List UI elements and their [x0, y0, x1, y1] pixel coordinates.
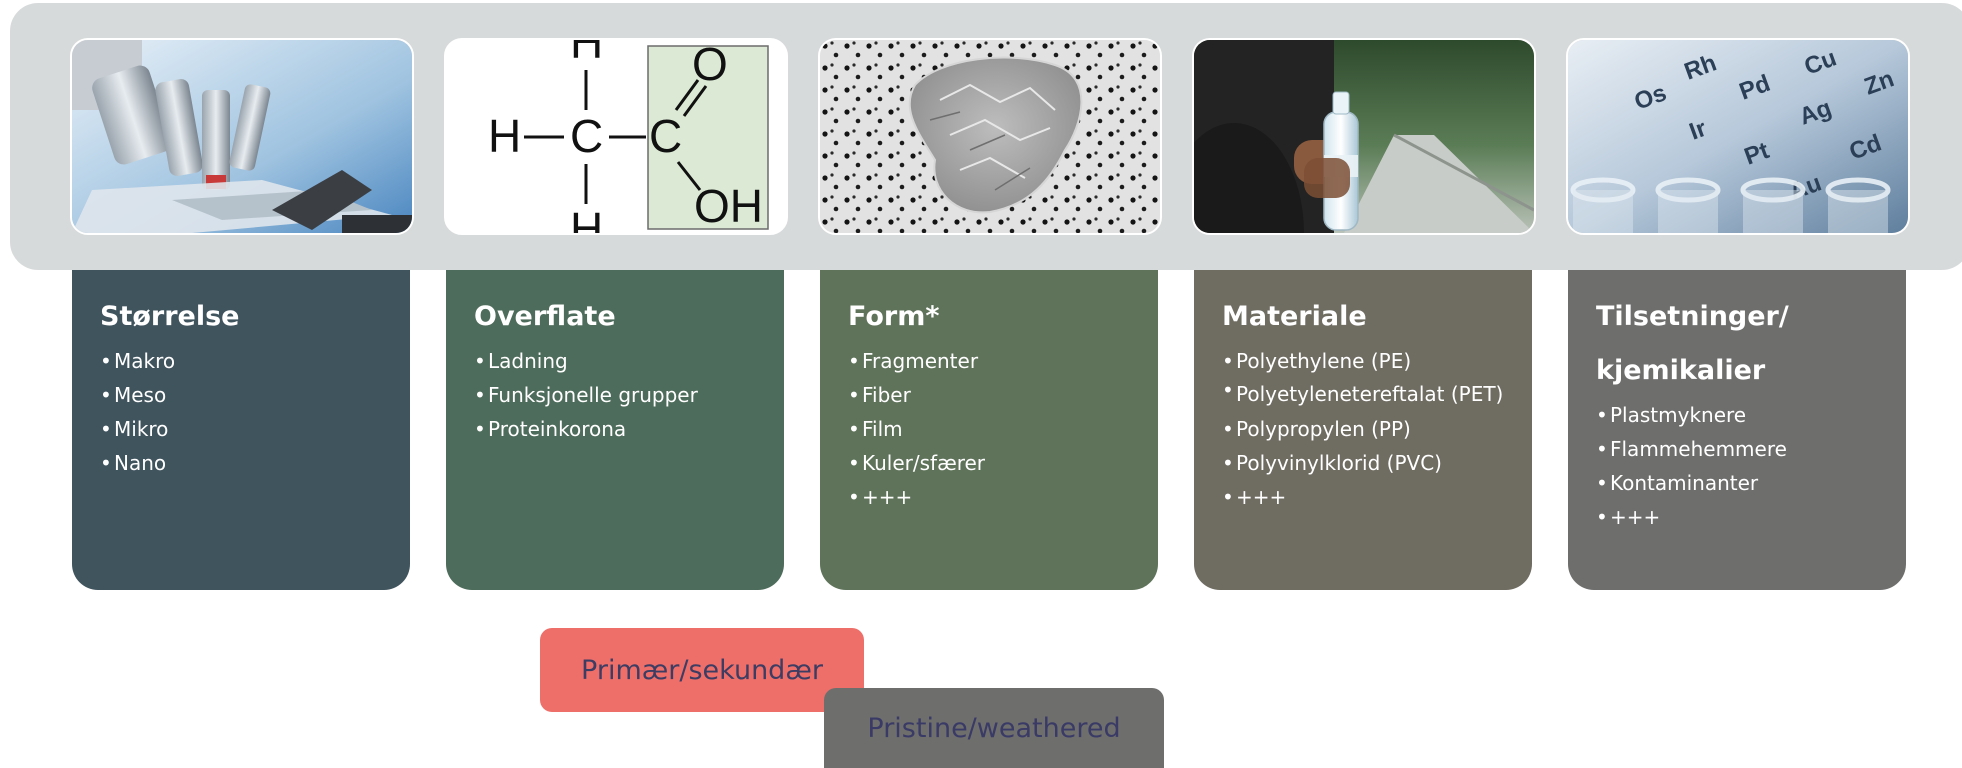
column-surface: H C H H C O OH Overflate Ladning Funksjo… [444, 38, 788, 590]
microscope-image [70, 38, 414, 235]
list-item: Ladning [474, 344, 758, 378]
test-tube-icon: Rh Pd Ag Cu Ir Pt Au Cd Os Zn [1568, 40, 1908, 233]
column-additives: Rh Pd Ag Cu Ir Pt Au Cd Os Zn [1566, 38, 1910, 590]
micrograph-icon [820, 40, 1160, 233]
atom-label: C [649, 110, 682, 162]
atom-label: H [488, 110, 521, 162]
list-item: Mikro [100, 412, 384, 446]
list-item: Fragmenter [848, 344, 1132, 378]
bullet-list: Polyethylene (PE) Polyetylenetereftalat … [1222, 344, 1506, 514]
bullet-list: Makro Meso Mikro Nano [100, 344, 384, 480]
atom-label: H [570, 203, 603, 233]
periodic-table-image: Rh Pd Ag Cu Ir Pt Au Cd Os Zn [1566, 38, 1910, 235]
bullet-list: Fragmenter Fiber Film Kuler/sfærer +++ [848, 344, 1132, 514]
column-material: Materiale Polyethylene (PE) Polyetylenet… [1192, 38, 1536, 590]
card-surface: Overflate Ladning Funksjonelle grupper P… [446, 270, 784, 590]
list-item: Plastmyknere [1596, 398, 1880, 432]
card-title: Materiale [1222, 301, 1367, 332]
card-title: Størrelse [100, 301, 240, 332]
list-item: Polyethylene (PE) [1222, 344, 1506, 378]
list-item: Film [848, 412, 1132, 446]
card-form: Form* Fragmenter Fiber Film Kuler/sfærer… [820, 270, 1158, 590]
tag-pristine-weathered: Pristine/weathered [824, 688, 1164, 768]
card-additives: Tilsetninger/ kjemikalier Plastmyknere F… [1568, 270, 1906, 590]
card-title-continued: kjemikalier [1596, 355, 1766, 386]
list-item: +++ [1222, 480, 1506, 514]
list-item: Polyetylenetereftalat (PET) [1222, 378, 1506, 412]
list-item: Proteinkorona [474, 412, 758, 446]
molecule-icon: H C H H C O OH [446, 40, 786, 233]
card-title: Form* [848, 301, 940, 332]
list-item: Flammehemmere [1596, 432, 1880, 466]
list-item: Meso [100, 378, 384, 412]
atom-label: OH [694, 180, 763, 232]
microscope-icon [72, 40, 412, 233]
carboxyl-structure-image: H C H H C O OH [444, 38, 788, 235]
column-size: Størrelse Makro Meso Mikro Nano [70, 38, 414, 590]
water-bottle-icon [1194, 40, 1534, 233]
atom-label: H [570, 40, 603, 68]
list-item: Makro [100, 344, 384, 378]
bottle-image [1192, 38, 1536, 235]
bullet-list: Ladning Funksjonelle grupper Proteinkoro… [474, 344, 758, 446]
column-form: Form* Fragmenter Fiber Film Kuler/sfærer… [818, 38, 1162, 590]
atom-label: C [570, 110, 603, 162]
particle-micrograph-image [818, 38, 1162, 235]
card-title: Tilsetninger/ [1596, 301, 1789, 332]
list-item: Kontaminanter [1596, 466, 1880, 500]
bullet-list: Plastmyknere Flammehemmere Kontaminanter… [1596, 398, 1880, 534]
atom-label: O [692, 40, 728, 90]
card-size: Størrelse Makro Meso Mikro Nano [72, 270, 410, 590]
card-material: Materiale Polyethylene (PE) Polyetylenet… [1194, 270, 1532, 590]
list-item: Funksjonelle grupper [474, 378, 758, 412]
list-item: Fiber [848, 378, 1132, 412]
list-item: Polyvinylklorid (PVC) [1222, 446, 1506, 480]
list-item: Polypropylen (PP) [1222, 412, 1506, 446]
list-item: +++ [1596, 500, 1880, 534]
list-item: +++ [848, 480, 1132, 514]
card-title: Overflate [474, 301, 616, 332]
tag-primary-secondary: Primær/sekundær [540, 628, 864, 712]
list-item: Kuler/sfærer [848, 446, 1132, 480]
list-item: Nano [100, 446, 384, 480]
